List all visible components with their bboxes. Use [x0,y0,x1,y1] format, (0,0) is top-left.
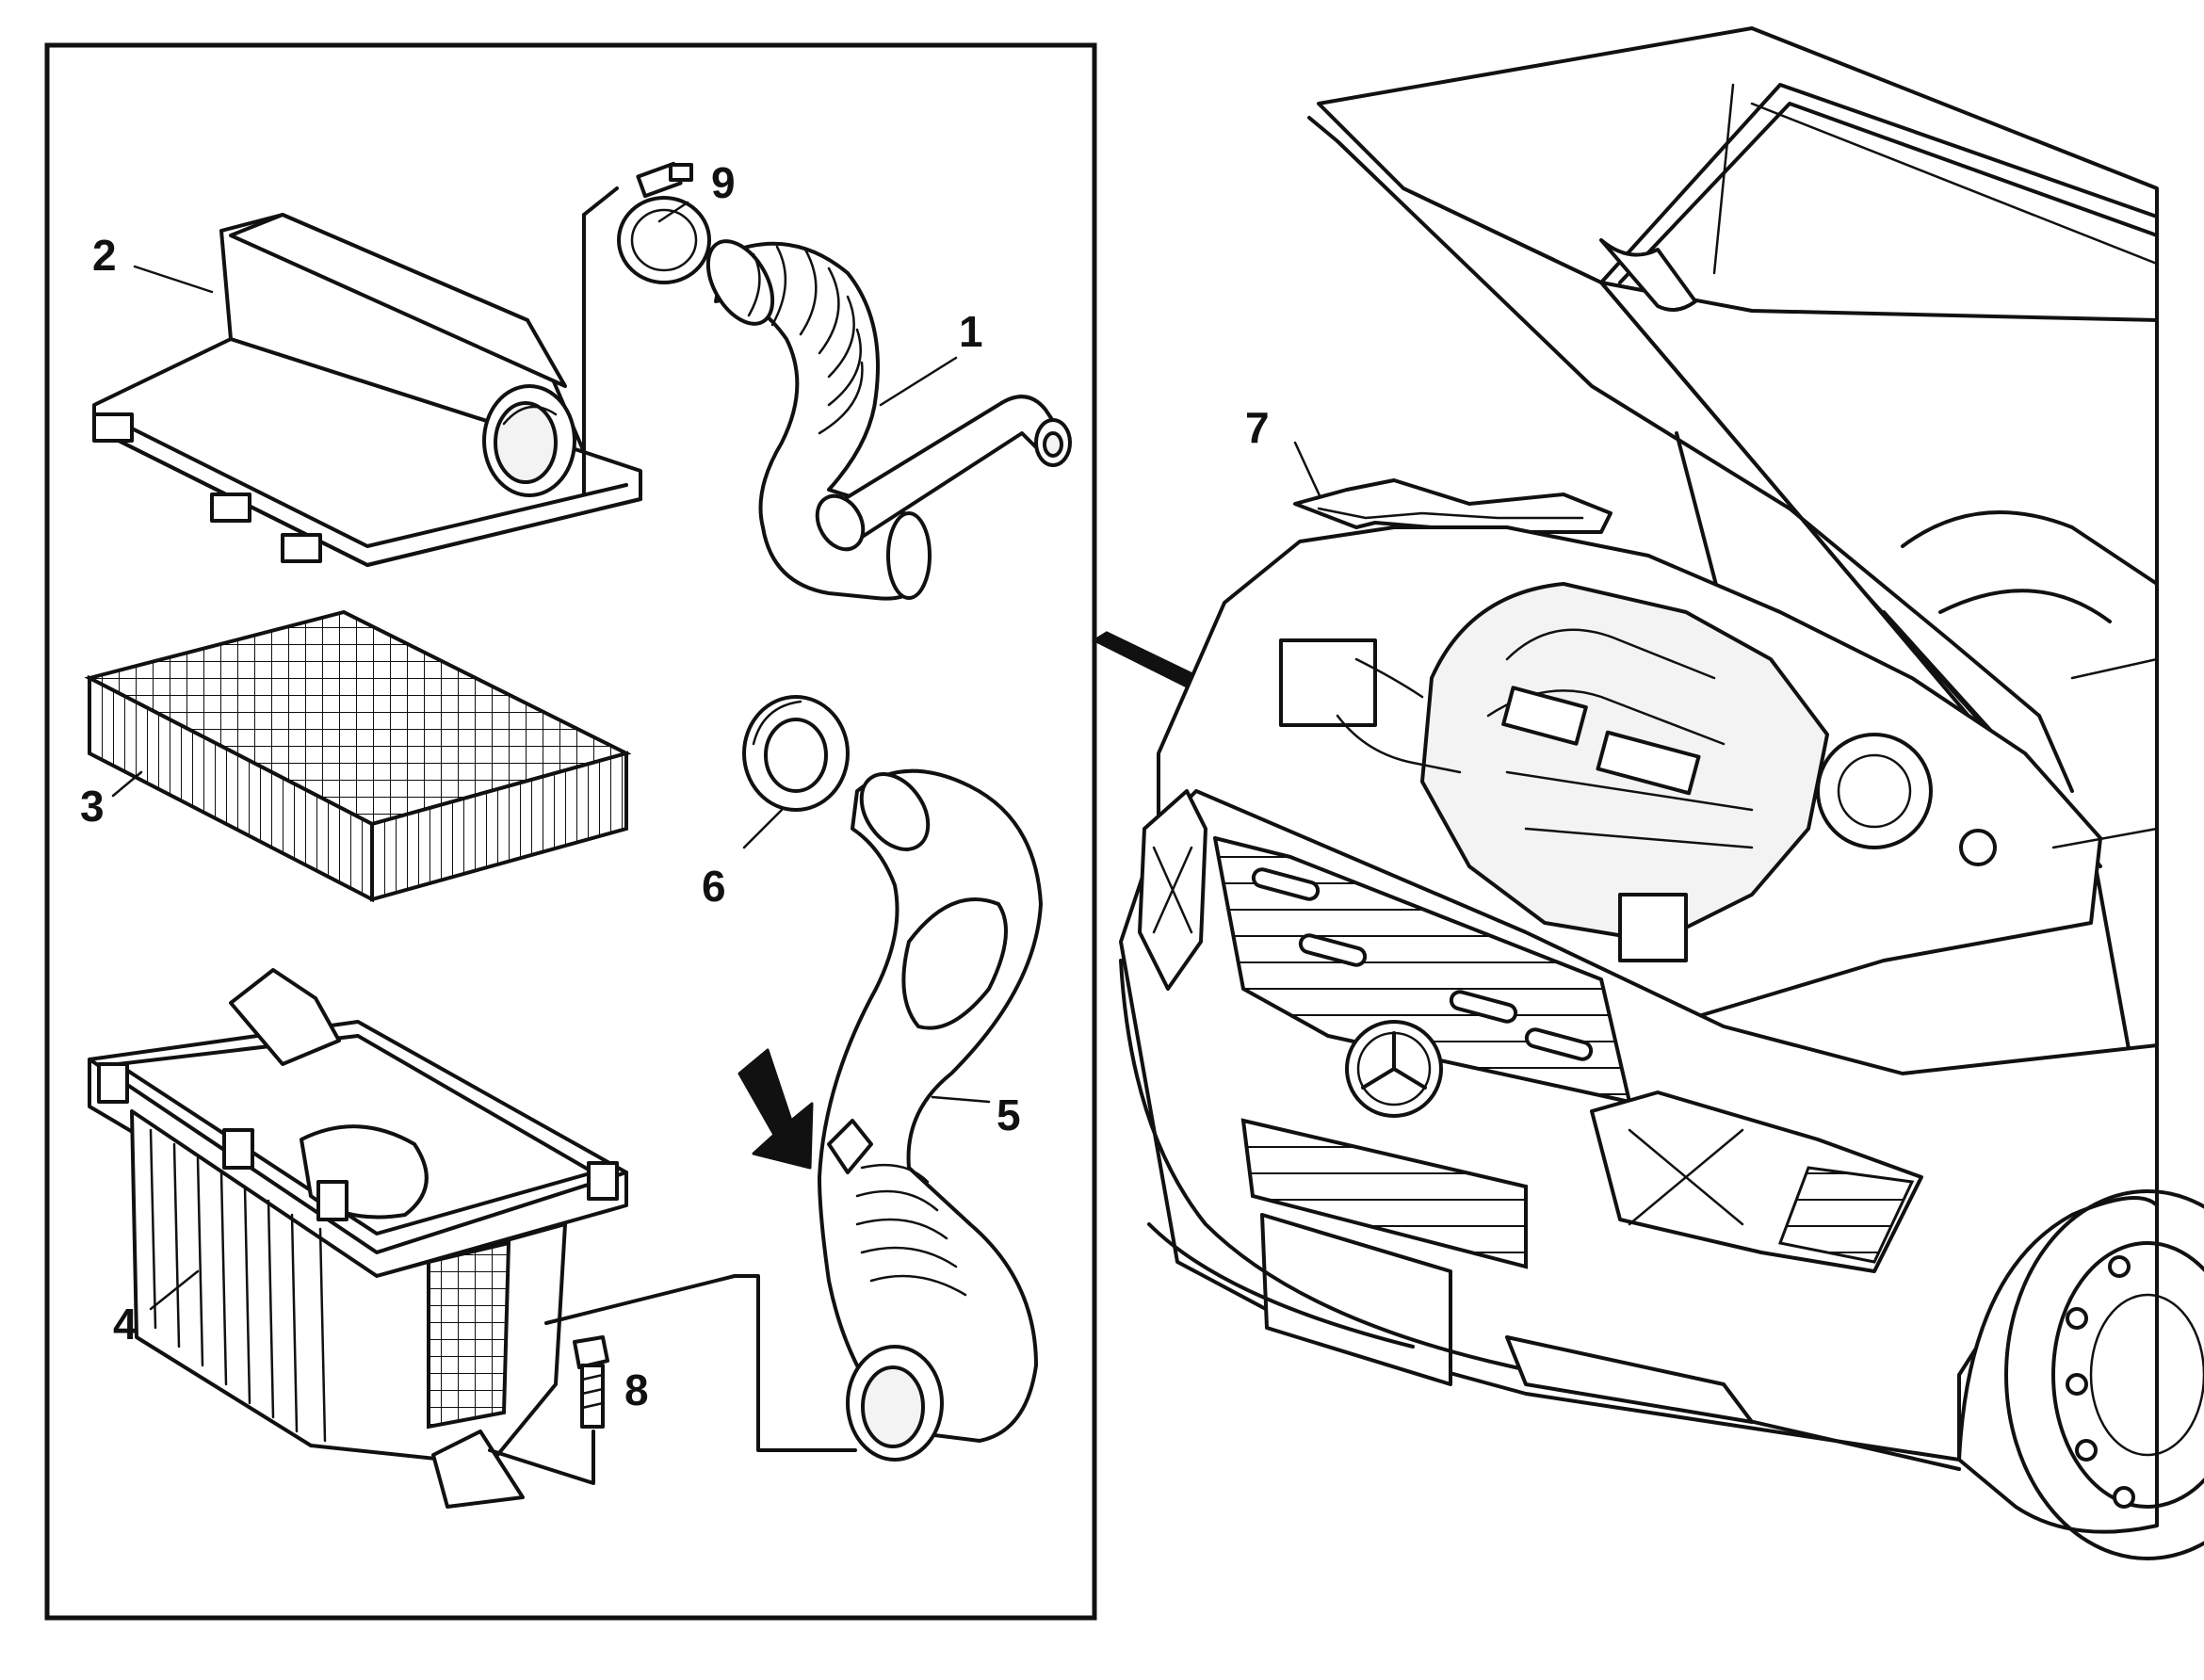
intake-hose-upper [705,239,1072,601]
callout-3: 3 [80,782,105,831]
callout-8: 8 [624,1365,649,1414]
callout-7: 7 [1245,403,1270,452]
vehicle-illustration [1119,26,2204,1560]
callout-1: 1 [959,307,983,356]
assembly-lines [488,186,857,1485]
seal-ring [742,695,850,812]
front-wheel [1957,1189,2204,1560]
air-filter-housing [88,968,628,1509]
callout-2: 2 [92,231,117,280]
brand-star-logo [1345,1020,1443,1118]
callout-leaders [111,201,1325,1311]
air-filter-element [84,609,632,903]
callout-5: 5 [997,1090,1021,1139]
intake-duct-lower [818,768,1043,1462]
air-filter-cover [92,213,642,567]
callout-9: 9 [711,158,736,207]
mounting-bolt [573,1335,609,1429]
callout-4: 4 [113,1300,138,1349]
callout-6: 6 [702,862,726,911]
hose-clamp [617,161,711,284]
indicator-arrow [737,1048,814,1170]
inset-frame [44,42,1097,1621]
